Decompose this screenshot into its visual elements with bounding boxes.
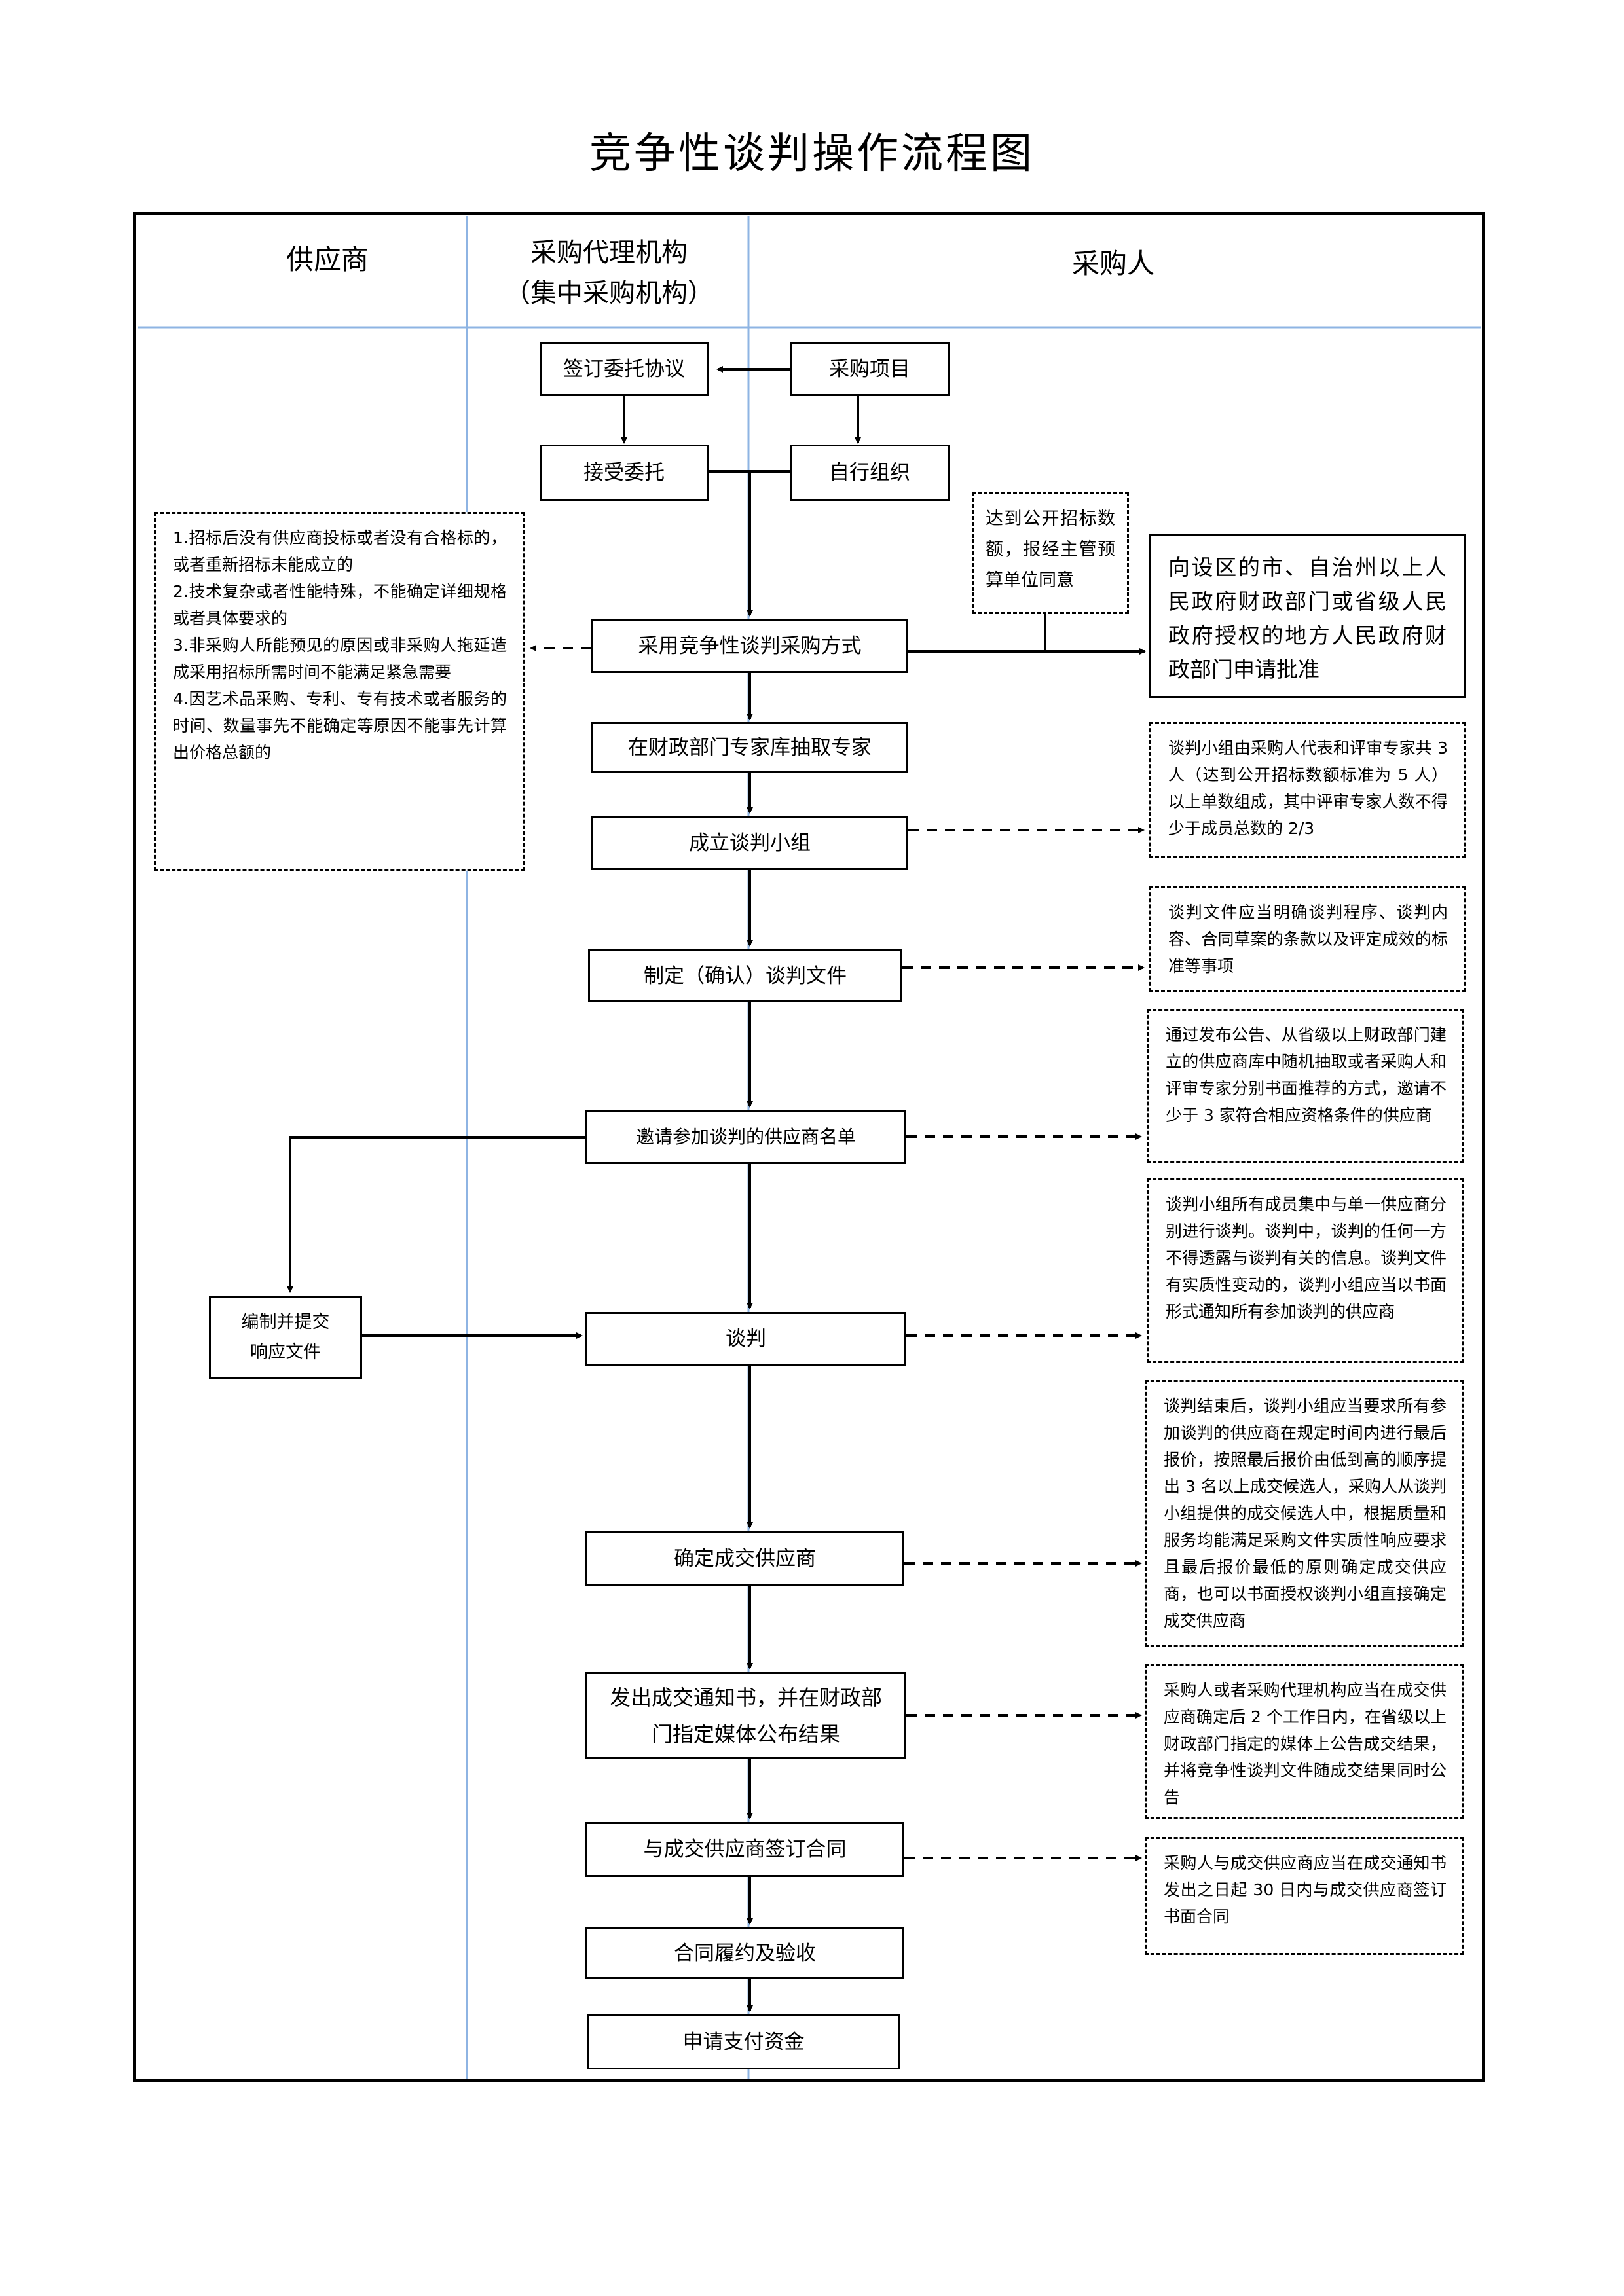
note-notice: 采购人或者采购代理机构应当在成交供应商确定后 2 个工作日内，在省级以上财政部门… xyxy=(1145,1664,1464,1819)
note-contract: 采购人与成交供应商应当在成交通知书发出之日起 30 日内与成交供应商签订书面合同 xyxy=(1145,1837,1464,1955)
note-team: 谈判小组由采购人代表和评审专家共 3 人（达到公开招标数额标准为 5 人）以上单… xyxy=(1149,722,1466,858)
condition-4: 4.因艺术品采购、专利、专有技术或者服务的时间、数量事先不能确定等原因不能事先计… xyxy=(173,689,507,762)
step-purchase-project: 采购项目 xyxy=(790,342,950,396)
arrow-invite-to-prepare xyxy=(287,1136,590,1293)
step-make-doc: 制定（确认）谈判文件 xyxy=(588,949,902,1002)
step-prepare-response-line1: 编制并提交 xyxy=(241,1312,330,1332)
step-form-team: 成立谈判小组 xyxy=(591,816,908,870)
lane-header-agency-line2: （集中采购机构） xyxy=(504,278,714,308)
step-self-organize: 自行组织 xyxy=(790,445,950,501)
note-invite: 通过发布公告、从省级以上财政部门建立的供应商库中随机抽取或者采购人和评审专家分别… xyxy=(1147,1009,1464,1163)
note-doc: 谈判文件应当明确谈判程序、谈判内容、合同草案的条款以及评定成效的标准等事项 xyxy=(1149,886,1466,992)
step-prepare-response-line2: 响应文件 xyxy=(250,1342,321,1362)
lane-header-supplier: 供应商 xyxy=(286,244,369,276)
condition-3: 3.非采购人所能预见的原因或非采购人拖延造成采用招标所需时间不能满足紧急需要 xyxy=(173,636,507,682)
step-draw-experts: 在财政部门专家库抽取专家 xyxy=(591,722,908,773)
note-negotiate: 谈判小组所有成员集中与单一供应商分别进行谈判。谈判中，谈判的任何一方不得透露与谈… xyxy=(1147,1178,1464,1363)
note-determine: 谈判结束后，谈判小组应当要求所有参加谈判的供应商在规定时间内进行最后报价，按照最… xyxy=(1145,1380,1464,1647)
step-notice: 发出成交通知书，并在财政部 门指定媒体公布结果 xyxy=(585,1672,906,1759)
step-notice-line2: 门指定媒体公布结果 xyxy=(651,1721,840,1747)
step-prepare-response: 编制并提交 响应文件 xyxy=(209,1296,362,1379)
condition-2: 2.技术复杂或者性能特殊，不能确定详细规格或者具体要求的 xyxy=(173,582,507,628)
note-approval: 向设区的市、自治州以上人民政府财政部门或省级人民政府授权的地方人民政府财政部门申… xyxy=(1149,534,1466,698)
lane-header-purchaser: 采购人 xyxy=(1071,247,1154,280)
step-invite-list: 邀请参加谈判的供应商名单 xyxy=(585,1110,906,1164)
outer-frame xyxy=(133,212,1485,2082)
lane-header-agency: 采购代理机构 （集中采购机构） xyxy=(478,232,740,314)
step-apply-payment: 申请支付资金 xyxy=(587,2014,900,2069)
step-perform-accept: 合同履约及验收 xyxy=(585,1927,904,1979)
step-adopt-method: 采用竞争性谈判采购方式 xyxy=(591,619,908,673)
step-determine-supplier: 确定成交供应商 xyxy=(585,1531,904,1586)
page-title: 竞争性谈判操作流程图 xyxy=(589,130,1035,178)
note-conditions: 1.招标后没有供应商投标或者没有合格标的，或者重新招标未能成立的 2.技术复杂或… xyxy=(154,512,525,871)
step-sign-agreement: 签订委托协议 xyxy=(540,342,709,396)
step-notice-line1: 发出成交通知书，并在财政部 xyxy=(609,1685,882,1710)
step-negotiate: 谈判 xyxy=(585,1312,906,1366)
step-accept-entrust: 接受委托 xyxy=(540,445,709,501)
step-sign-contract: 与成交供应商签订合同 xyxy=(585,1822,904,1877)
note-threshold: 达到公开招标数额，报经主管预算单位同意 xyxy=(972,492,1129,614)
lane-header-agency-line1: 采购代理机构 xyxy=(530,238,688,268)
condition-1: 1.招标后没有供应商投标或者没有合格标的，或者重新招标未能成立的 xyxy=(173,528,507,574)
